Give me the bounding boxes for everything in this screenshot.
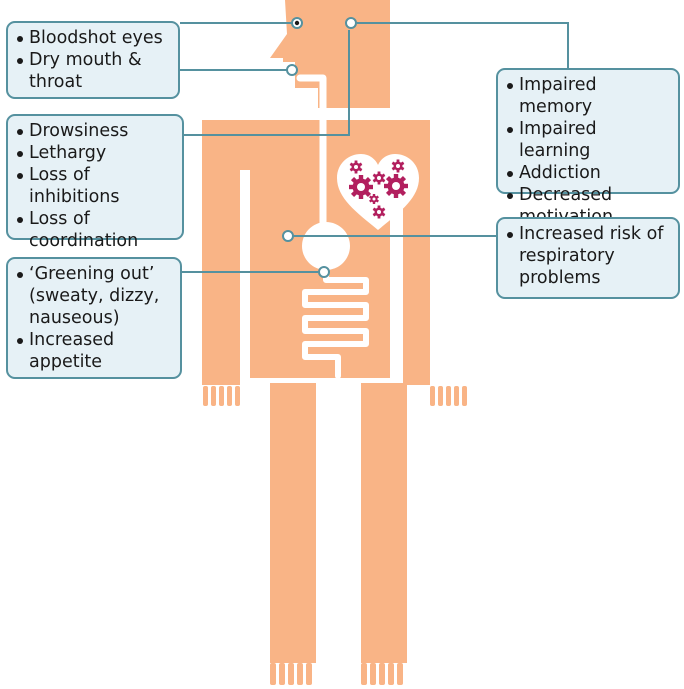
callout-item: Lethargy	[16, 142, 174, 164]
callout-item: Dry mouth & throat	[16, 49, 170, 93]
lungs-marker	[283, 231, 293, 241]
left-leg	[270, 383, 316, 663]
right-foot	[361, 663, 403, 685]
callout-item: Impaired memory	[506, 74, 670, 118]
callout-item: Loss of inhibitions	[16, 164, 174, 208]
eye-dot	[295, 21, 299, 25]
callout-item: Addiction	[506, 162, 670, 184]
gear-large-right	[384, 174, 408, 198]
callout-item: Loss of coordination	[16, 208, 174, 252]
callout-item: Increased risk of respiratory problems	[506, 223, 670, 289]
callout-item: Bloodshot eyes	[16, 27, 170, 49]
callout-item: Increased appetite	[16, 329, 172, 373]
callout-drowsiness: Drowsiness Lethargy Loss of inhibitions …	[6, 114, 184, 240]
mouth-marker	[287, 65, 297, 75]
brain-marker	[346, 18, 356, 28]
left-hand	[203, 386, 240, 406]
callout-item: Drowsiness	[16, 120, 174, 142]
head	[270, 0, 390, 108]
stomach-marker	[319, 267, 329, 277]
callout-eyes-mouth: Bloodshot eyes Dry mouth & throat	[6, 21, 180, 99]
right-hand	[430, 386, 467, 406]
callout-stomach: ‘Greening out’ (sweaty, dizzy, nauseous)…	[6, 257, 182, 379]
callout-lungs: Increased risk of respiratory problems	[496, 217, 680, 299]
right-leg	[361, 383, 407, 663]
left-foot	[270, 663, 312, 685]
callout-item: Impaired learning	[506, 118, 670, 162]
stomach	[302, 222, 350, 270]
callout-brain: Impaired memory Impaired learning Addict…	[496, 68, 680, 194]
gear-large-left	[349, 175, 373, 199]
callout-item: ‘Greening out’ (sweaty, dizzy, nauseous)	[16, 263, 172, 329]
